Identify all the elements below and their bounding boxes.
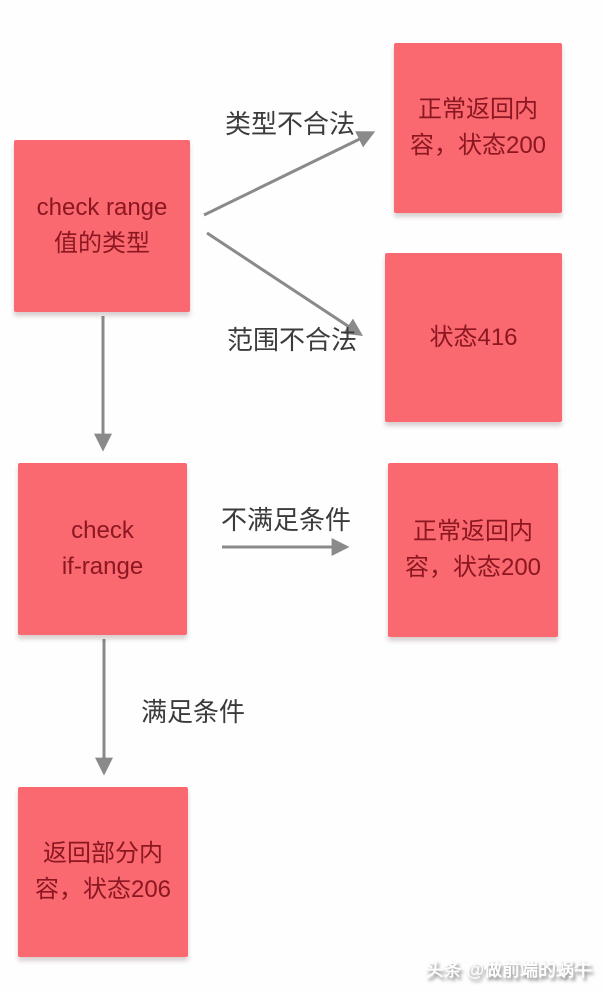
node-text-line: check <box>71 517 134 544</box>
node-text-line: 容，状态206 <box>34 876 172 903</box>
node-return-206: 返回部分内 容，状态206 <box>18 787 188 957</box>
node-return-200-mid: 正常返回内 容，状态200 <box>388 463 558 637</box>
node-check-range-type: check range 值的类型 <box>14 140 190 312</box>
node-text-line: 容，状态200 <box>409 132 547 159</box>
node-status-416: 状态416 <box>385 253 562 422</box>
node-text-line: 容，状态200 <box>404 554 542 581</box>
edge-label-cond-met: 满足条件 <box>141 697 246 727</box>
arrow-type-invalid <box>203 131 376 217</box>
node-text-line: 状态416 <box>429 323 518 351</box>
arrow-range-invalid <box>206 231 364 336</box>
node-check-if-range: check if-range <box>18 463 187 635</box>
edge-label-range-invalid: 范围不合法 <box>227 325 358 355</box>
node-text-line: 正常返回内 <box>413 518 533 545</box>
node-text-line: 正常返回内 <box>418 96 538 123</box>
edge-label-cond-not-met: 不满足条件 <box>221 505 352 535</box>
edge-label-type-invalid: 类型不合法 <box>225 109 356 139</box>
node-text-line: if-range <box>61 553 144 580</box>
node-text-line: 值的类型 <box>54 230 150 257</box>
node-text-line: 返回部分内 <box>43 840 163 867</box>
watermark: 头条 @做前端的蜗牛 <box>425 960 592 980</box>
node-return-200-top: 正常返回内 容，状态200 <box>394 43 562 213</box>
node-text-line: check range <box>36 194 168 221</box>
